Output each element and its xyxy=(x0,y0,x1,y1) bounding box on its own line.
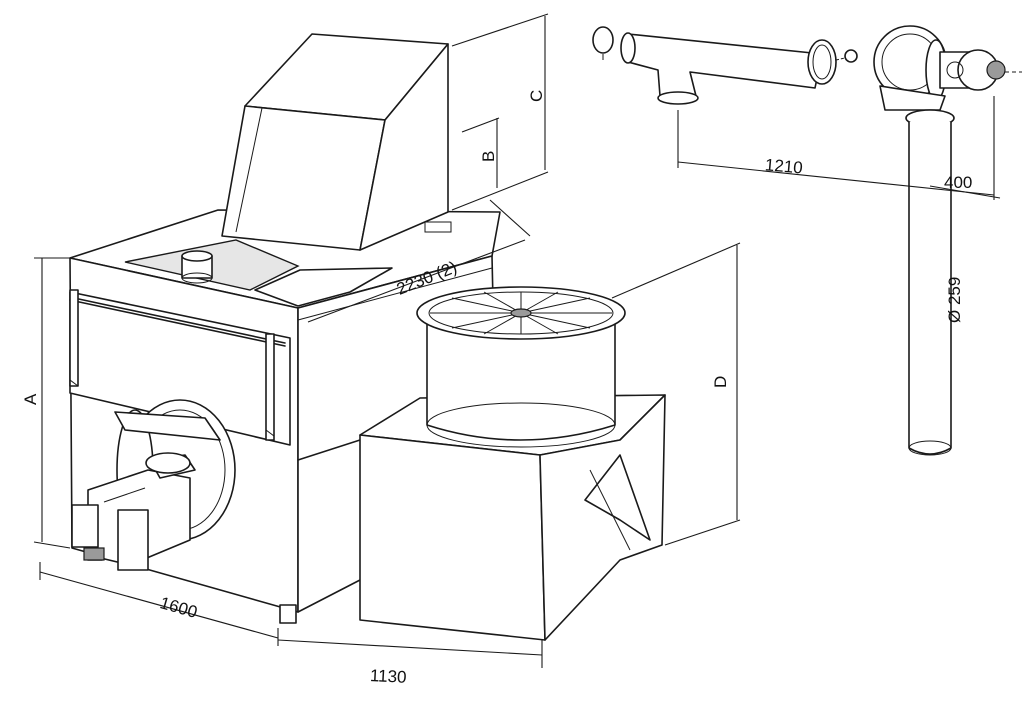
flue-pipe-assembly xyxy=(592,25,1022,456)
label-1210: 1210 xyxy=(764,155,803,177)
pipe-flange-right xyxy=(807,39,837,85)
burner-assembly xyxy=(71,399,236,571)
label-1600: 1600 xyxy=(158,593,200,622)
label-diameter: Ø 259 xyxy=(945,277,964,323)
top-nozzle xyxy=(181,250,213,284)
label-1130: 1130 xyxy=(370,666,408,687)
cylinder-fan xyxy=(416,286,626,448)
label-400: 400 xyxy=(944,173,972,192)
label-a: A xyxy=(21,393,40,405)
dimension-lines xyxy=(33,13,1001,668)
top-cover-right xyxy=(254,267,393,307)
container-front xyxy=(359,434,546,641)
label-c: C xyxy=(527,90,546,102)
label-d: D xyxy=(711,376,730,388)
chimney-pipe xyxy=(905,109,955,456)
top-small-cover xyxy=(424,221,452,233)
door-hinge-left xyxy=(69,289,79,387)
label-b: B xyxy=(479,151,498,162)
container-cutout xyxy=(584,454,651,541)
pipe-end-cap xyxy=(620,32,636,64)
burner-motor-cap xyxy=(71,504,99,548)
fuel-hopper xyxy=(221,33,449,251)
ash-container xyxy=(359,286,666,641)
tee-flange xyxy=(657,91,699,105)
burner-gearbox xyxy=(117,509,149,571)
container-side xyxy=(539,394,666,641)
door-hinge-right xyxy=(265,333,275,441)
boiler-foot-right xyxy=(279,604,297,624)
pipe-end-disc xyxy=(592,26,614,54)
exhaust-fan xyxy=(873,25,1022,111)
